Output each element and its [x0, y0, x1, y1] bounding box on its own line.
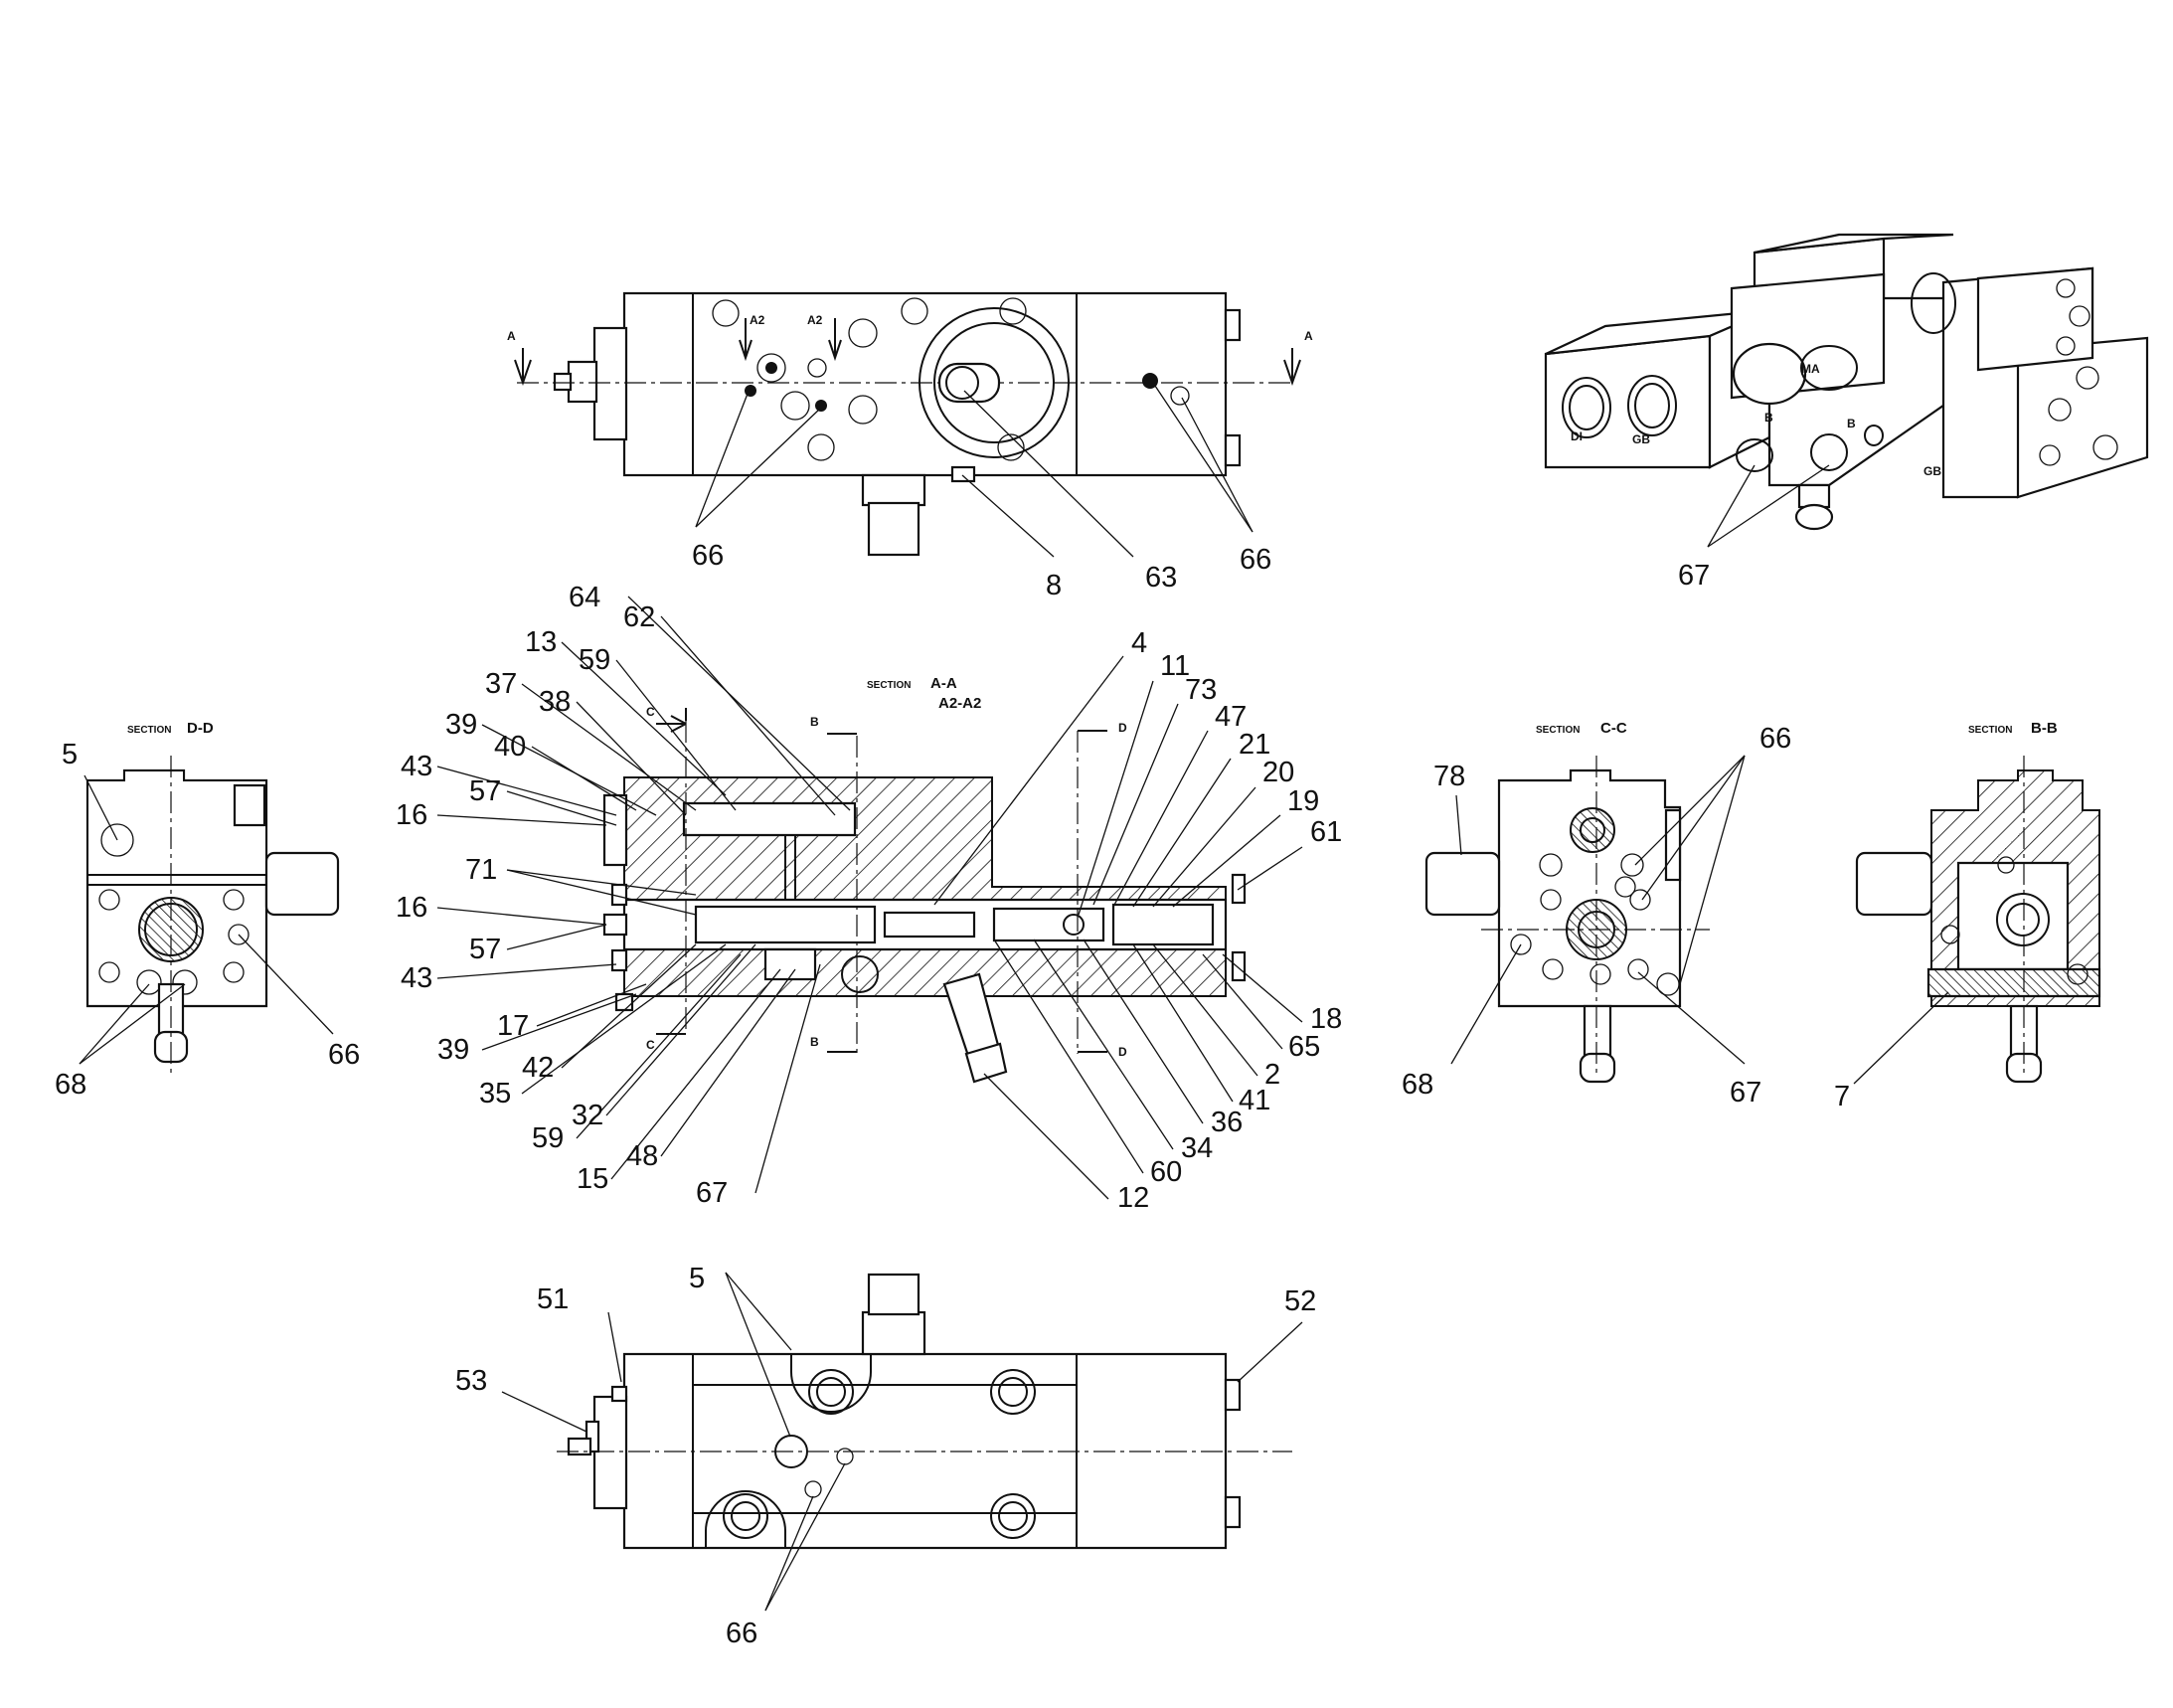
callout-label: 57: [469, 934, 501, 965]
iso-tag: B: [1847, 417, 1856, 430]
section-title: C-C: [1600, 720, 1627, 737]
callout-label: 32: [572, 1100, 603, 1131]
callout-label: 4: [1131, 627, 1147, 659]
callout-label: 53: [455, 1365, 487, 1397]
callout-label: 60: [1150, 1156, 1182, 1188]
callout-label: 48: [626, 1140, 658, 1172]
cut-marker-b-top: B: [810, 715, 819, 729]
cut-marker-a2-left: A2: [750, 313, 765, 327]
callout-label: 43: [401, 751, 432, 782]
section-aa-left-callouts: 64 62 13 59 37 38 39 40 43 57 16 71 16 5…: [396, 582, 851, 1209]
cut-marker-c-top: C: [646, 705, 655, 719]
section-title: D-D: [187, 720, 214, 737]
callout-label: 47: [1215, 701, 1247, 733]
callout-label: 21: [1239, 729, 1270, 761]
callout-label: 64: [569, 582, 600, 613]
callout-label: 39: [437, 1034, 469, 1066]
iso-tag: DI: [1571, 429, 1583, 443]
callout-label: 63: [1145, 562, 1177, 594]
callout-label: 38: [539, 686, 571, 718]
callout-label: 7: [1834, 1081, 1850, 1112]
callout-label: 8: [1046, 570, 1062, 601]
callout-label: 13: [525, 626, 557, 658]
callout-label: 16: [396, 892, 427, 924]
section-title: A2-A2: [938, 695, 981, 712]
callout-label: 42: [522, 1052, 554, 1084]
iso-tag: GB: [1632, 432, 1650, 446]
section-prefix: SECTION: [127, 725, 171, 736]
callout-label: 51: [537, 1283, 569, 1315]
section-aa-view: SECTION A-A A2-A2 C C B B: [396, 582, 1342, 1214]
callout-label: 15: [577, 1163, 608, 1195]
cut-marker-d-top: D: [1118, 721, 1127, 735]
callout-label: 67: [1678, 560, 1710, 592]
callout-label: 66: [726, 1618, 757, 1649]
cut-marker-a-right: A: [1304, 329, 1313, 343]
callout-label: 71: [465, 854, 497, 886]
callout-label: 12: [1117, 1182, 1149, 1214]
callout-label: 5: [689, 1263, 705, 1294]
callout-label: 40: [494, 731, 526, 763]
callout-label: 37: [485, 668, 517, 700]
cut-marker-a2-right: A2: [807, 313, 823, 327]
callout-label: 67: [1730, 1077, 1761, 1109]
callout-label: 59: [579, 644, 610, 676]
cut-marker-d-bottom: D: [1118, 1045, 1127, 1059]
callout-label: 16: [396, 799, 427, 831]
callout-label: 67: [696, 1177, 728, 1209]
callout-label: 59: [532, 1122, 564, 1154]
callout-label: 18: [1310, 1003, 1342, 1035]
callout-label: 57: [469, 775, 501, 807]
callout-label: 2: [1264, 1059, 1280, 1091]
callout-label: 73: [1185, 674, 1217, 706]
iso-tag: GB: [1923, 464, 1941, 478]
callout-label: 36: [1211, 1107, 1243, 1138]
iso-tag: MA: [1801, 362, 1820, 376]
callout-label: 62: [623, 601, 655, 633]
callout-label: 68: [1402, 1069, 1433, 1101]
cut-marker-a-left: A: [507, 329, 516, 343]
callout-label: 65: [1288, 1031, 1320, 1063]
callout-label: 66: [328, 1039, 360, 1071]
callout-label: 20: [1262, 757, 1294, 788]
callout-label: 11: [1160, 650, 1190, 682]
callout-label: 34: [1181, 1132, 1213, 1164]
callout-label: 66: [1759, 723, 1791, 755]
section-title: A-A: [930, 675, 957, 692]
callout-label: 61: [1310, 816, 1342, 848]
callout-label: 39: [445, 709, 477, 741]
callout-label: 66: [692, 540, 724, 572]
callout-label: 78: [1433, 761, 1465, 792]
callout-label: 66: [1240, 544, 1271, 576]
cut-marker-b-bottom: B: [810, 1035, 819, 1049]
bottom-view: 51 5 52 53 66: [455, 1263, 1316, 1649]
callout-label: 41: [1239, 1085, 1270, 1116]
iso-tag: B: [1764, 411, 1773, 425]
callout-label: 68: [55, 1069, 86, 1101]
section-aa-right-callouts: 4 11 73 47 21 20 19 61 18 65 2 41 36 34 …: [933, 627, 1342, 1214]
callout-label: 5: [62, 739, 78, 770]
top-view: A A A2 A2 66 8 63 66: [507, 291, 1313, 601]
section-bb-view: SECTION B-B 7: [1834, 720, 2101, 1112]
section-cc-view: SECTION C-C 78 66 68 67: [1402, 720, 1791, 1109]
callout-label: 52: [1284, 1285, 1316, 1317]
callout-label: 43: [401, 962, 432, 994]
section-prefix: SECTION: [1968, 725, 2012, 736]
section-prefix: SECTION: [1536, 725, 1580, 736]
callout-label: 35: [479, 1078, 511, 1110]
callout-label: 19: [1287, 785, 1319, 817]
cut-marker-c-bottom: C: [646, 1038, 655, 1052]
callout-label: 17: [497, 1010, 529, 1042]
section-prefix: SECTION: [867, 680, 911, 691]
section-title: B-B: [2031, 720, 2058, 737]
section-dd-view: SECTION D-D 5 68 66: [55, 720, 360, 1101]
isometric-view: DI GB MA B B GB 67: [1544, 233, 2149, 592]
